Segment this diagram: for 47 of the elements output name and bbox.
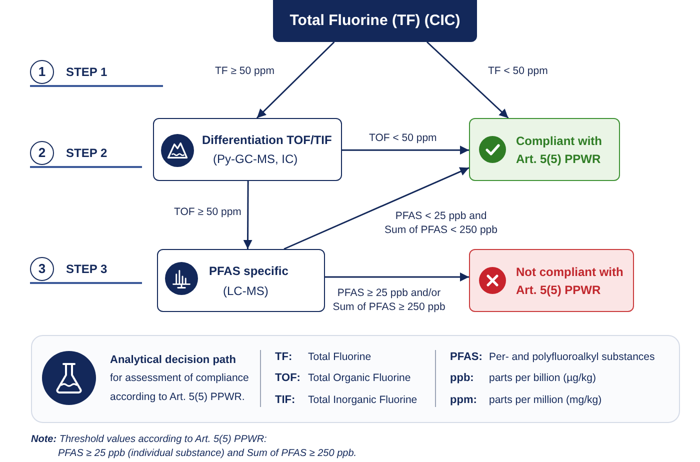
arrow <box>243 181 252 249</box>
step-number: 1 <box>38 65 46 79</box>
node-subtitle: (Py-GC-MS, IC) <box>213 151 298 167</box>
result-box <box>469 249 634 312</box>
node-subtitle: (LC-MS) <box>223 283 268 299</box>
edge-label: PFAS ≥ 25 ppb and/or Sum of PFAS ≥ 250 ppb <box>332 286 446 314</box>
step-number: 2 <box>38 146 46 160</box>
step-label: STEP 3 <box>66 261 108 277</box>
edge-label: TOF < 50 ppm <box>369 131 437 145</box>
arrow <box>256 41 335 119</box>
edge-label: TF < 50 ppm <box>488 64 548 78</box>
note-text: Note: Threshold values according to Art. 5(5) PPWR: <box>31 433 267 446</box>
step-number: 3 <box>38 262 46 276</box>
arrow <box>284 167 470 250</box>
panel-heading: Analytical decision path <box>110 353 236 368</box>
arrow <box>426 41 509 119</box>
abbreviation: PFAS: <box>450 350 482 365</box>
result-text: Not compliant with Art. 5(5) PPWR <box>516 264 624 298</box>
step-label: STEP 1 <box>66 64 108 80</box>
result-box <box>469 118 620 181</box>
result-text: Compliant with Art. 5(5) PPWR <box>516 132 603 168</box>
definition: Total Fluorine <box>308 350 372 365</box>
step-label: STEP 2 <box>66 145 108 161</box>
abbreviation: ppb: <box>450 371 474 386</box>
edge-label: TF ≥ 50 ppm <box>215 64 274 78</box>
panel-text: for assessment of compliance according to Art. 5(5) PPWR. <box>110 371 250 405</box>
node-title: PFAS specific <box>209 263 288 279</box>
process-box <box>157 249 325 312</box>
node-title: Differentiation TOF/TIF <box>202 132 332 148</box>
definition: Per- and polyfluoroalkyl substances <box>489 350 655 365</box>
info-panel <box>31 335 680 423</box>
definition: parts per billion (µg/kg) <box>489 371 596 386</box>
abbreviation: TIF: <box>275 393 296 408</box>
definition: Total Inorganic Fluorine <box>308 393 418 408</box>
note-text: PFAS ≥ 25 ppb (individual substance) and Sum of PFAS ≥ 250 ppb. <box>58 447 357 460</box>
arrow <box>342 146 469 155</box>
abbreviation: ppm: <box>450 393 477 408</box>
abbreviation: TOF: <box>275 371 300 386</box>
start-box <box>273 0 477 42</box>
abbreviation: TF: <box>275 350 292 365</box>
process-box <box>153 118 342 181</box>
node-title: Total Fluorine (TF) (CIC) <box>290 12 460 30</box>
arrow <box>325 272 469 282</box>
definition: parts per million (mg/kg) <box>489 393 602 408</box>
edge-label: TOF ≥ 50 ppm <box>174 205 242 219</box>
edge-label: PFAS < 25 ppb and Sum of PFAS < 250 ppb <box>384 209 498 237</box>
definition: Total Organic Fluorine <box>308 371 411 386</box>
